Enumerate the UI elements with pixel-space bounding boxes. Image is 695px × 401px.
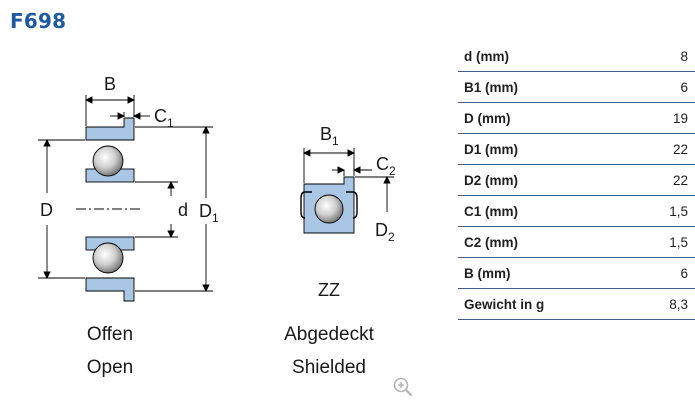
- shielded-label-D2: D2: [375, 220, 395, 244]
- open-labels: B C1 D d D1 Offen Open: [40, 74, 219, 378]
- spec-value: 8,3: [634, 288, 695, 320]
- spec-row: D1 (mm)22: [458, 133, 695, 165]
- product-title: F698: [10, 9, 67, 33]
- spec-row: D2 (mm)22: [458, 164, 695, 196]
- spec-value: 1,5: [634, 195, 695, 227]
- spec-label: D2 (mm): [458, 164, 635, 196]
- spec-value: 1,5: [634, 226, 695, 258]
- zoom-in-icon[interactable]: [392, 376, 414, 398]
- spec-value: 22: [634, 164, 695, 196]
- shielded-label-B1-sub: 1: [332, 134, 339, 148]
- spec-row: B (mm)6: [458, 257, 695, 289]
- open-ball-bottom: [92, 242, 124, 274]
- shielded-label-B1: B1: [320, 124, 339, 148]
- shielded-bearing-section: [300, 176, 358, 234]
- open-label-C1: C1: [154, 106, 174, 130]
- spec-value: 6: [634, 71, 695, 103]
- open-label-D: D: [40, 200, 53, 220]
- shielded-labels: B1 C2 D2 ZZ Abgedeckt Shielded: [284, 124, 396, 378]
- shield-right: [346, 191, 358, 219]
- spec-value: 6: [634, 257, 695, 289]
- open-label-D1-sub: 1: [212, 211, 219, 225]
- open-bearing-section: [85, 117, 135, 302]
- spec-label: C2 (mm): [458, 226, 635, 258]
- open-ball-top: [92, 145, 124, 177]
- open-label-D1-main: D: [199, 201, 212, 221]
- shielded-label-C2: C2: [376, 154, 396, 178]
- shielded-caption-de: Abgedeckt: [284, 324, 375, 345]
- open-label-d: d: [178, 200, 188, 220]
- shielded-label-C2-sub: 2: [389, 164, 396, 178]
- spec-row: d (mm)8: [458, 41, 695, 72]
- shielded-ball: [314, 194, 344, 224]
- open-caption-de: Offen: [87, 324, 133, 345]
- open-outer-ring-top: [85, 117, 135, 141]
- open-label-C1-sub: 1: [167, 116, 174, 130]
- open-outer-ring-bottom: [85, 277, 135, 302]
- shielded-caption-en: Shielded: [292, 357, 366, 378]
- spec-row: C1 (mm)1,5: [458, 195, 695, 227]
- shielded-label-D2-sub: 2: [388, 230, 395, 244]
- spec-label: B1 (mm): [458, 71, 635, 103]
- spec-value: 8: [634, 41, 695, 72]
- open-label-D1: D1: [199, 201, 219, 225]
- spec-row: B1 (mm)6: [458, 71, 695, 103]
- open-label-B: B: [104, 74, 116, 94]
- open-label-C1-main: C: [154, 106, 167, 126]
- spec-row: C2 (mm)1,5: [458, 226, 695, 258]
- shielded-label-C2-main: C: [376, 154, 389, 174]
- shielded-label-D2-main: D: [375, 220, 388, 240]
- open-dimension-lines: [38, 95, 213, 293]
- spec-label: D (mm): [458, 102, 635, 134]
- shielded-label-B1-main: B: [320, 124, 332, 144]
- shielded-label-ZZ: ZZ: [318, 280, 340, 300]
- spec-value: 19: [634, 102, 695, 134]
- open-caption-en: Open: [87, 357, 133, 378]
- spec-label: d (mm): [458, 41, 635, 72]
- shielded-dimension-lines: [302, 148, 394, 212]
- shield-left: [300, 191, 312, 219]
- spec-label: Gewicht in g: [458, 288, 635, 320]
- spec-value: 22: [634, 133, 695, 165]
- spec-label: C1 (mm): [458, 195, 635, 227]
- spec-label: D1 (mm): [458, 133, 635, 165]
- spec-row: D (mm)19: [458, 102, 695, 134]
- spec-label: B (mm): [458, 257, 635, 289]
